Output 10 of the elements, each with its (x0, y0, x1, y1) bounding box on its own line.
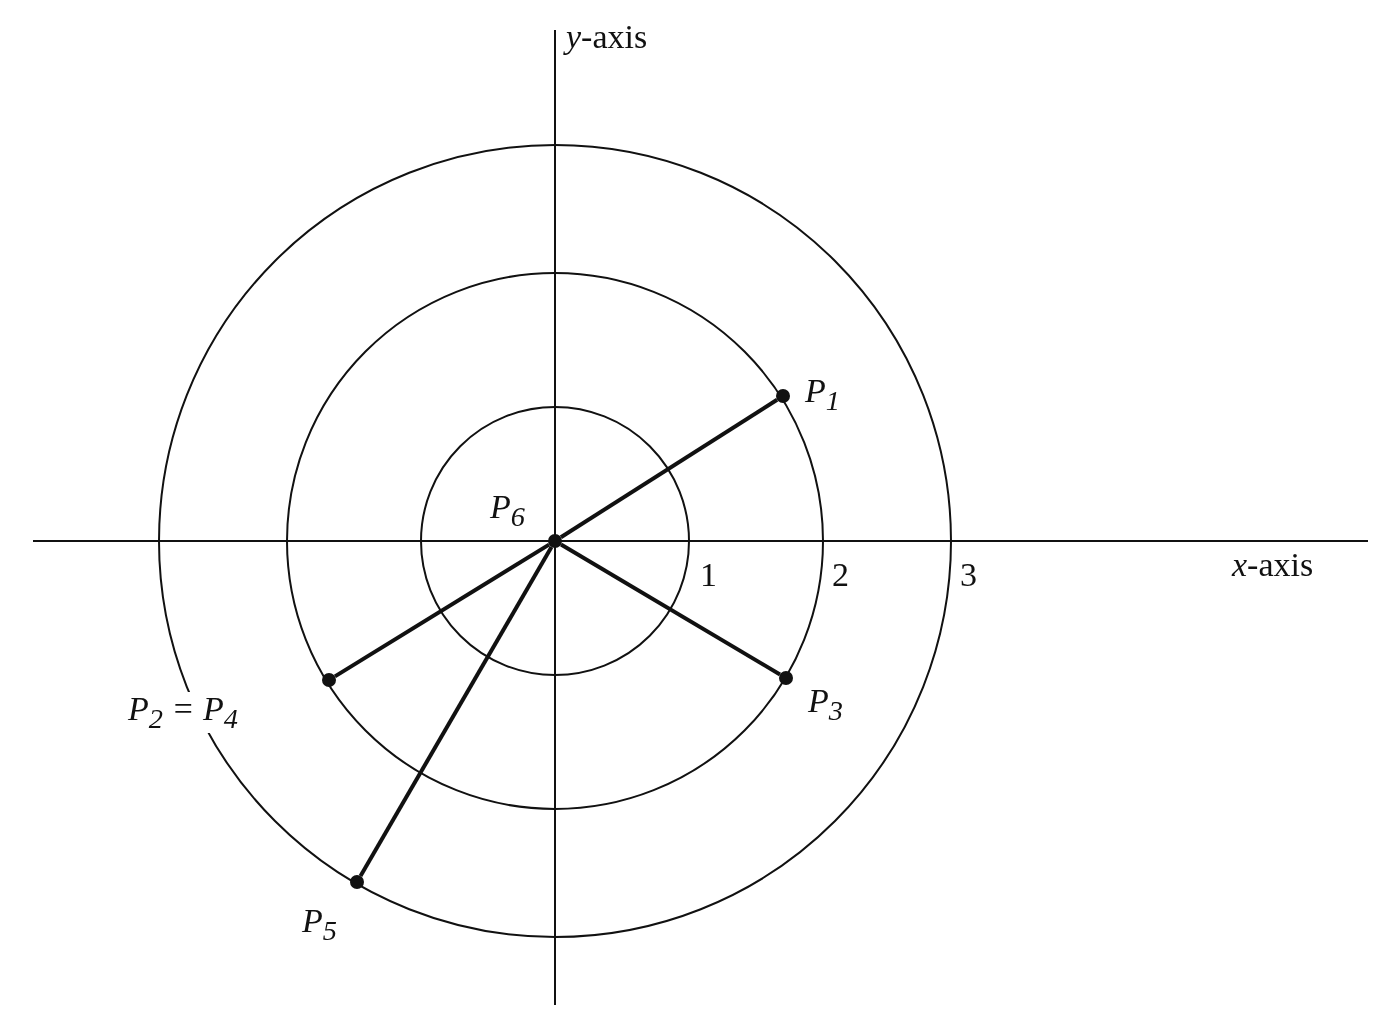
line-segment (560, 542, 781, 677)
point-dot (779, 671, 793, 685)
line-segment (358, 546, 554, 877)
point-dot (548, 534, 562, 548)
line-segment (333, 542, 551, 679)
point-label: P$_{2}$ = P$_{4}$ (128, 692, 238, 734)
line-segment (559, 398, 779, 539)
point-dot (350, 875, 364, 889)
point-dot (776, 389, 790, 403)
point-dot (322, 673, 336, 687)
